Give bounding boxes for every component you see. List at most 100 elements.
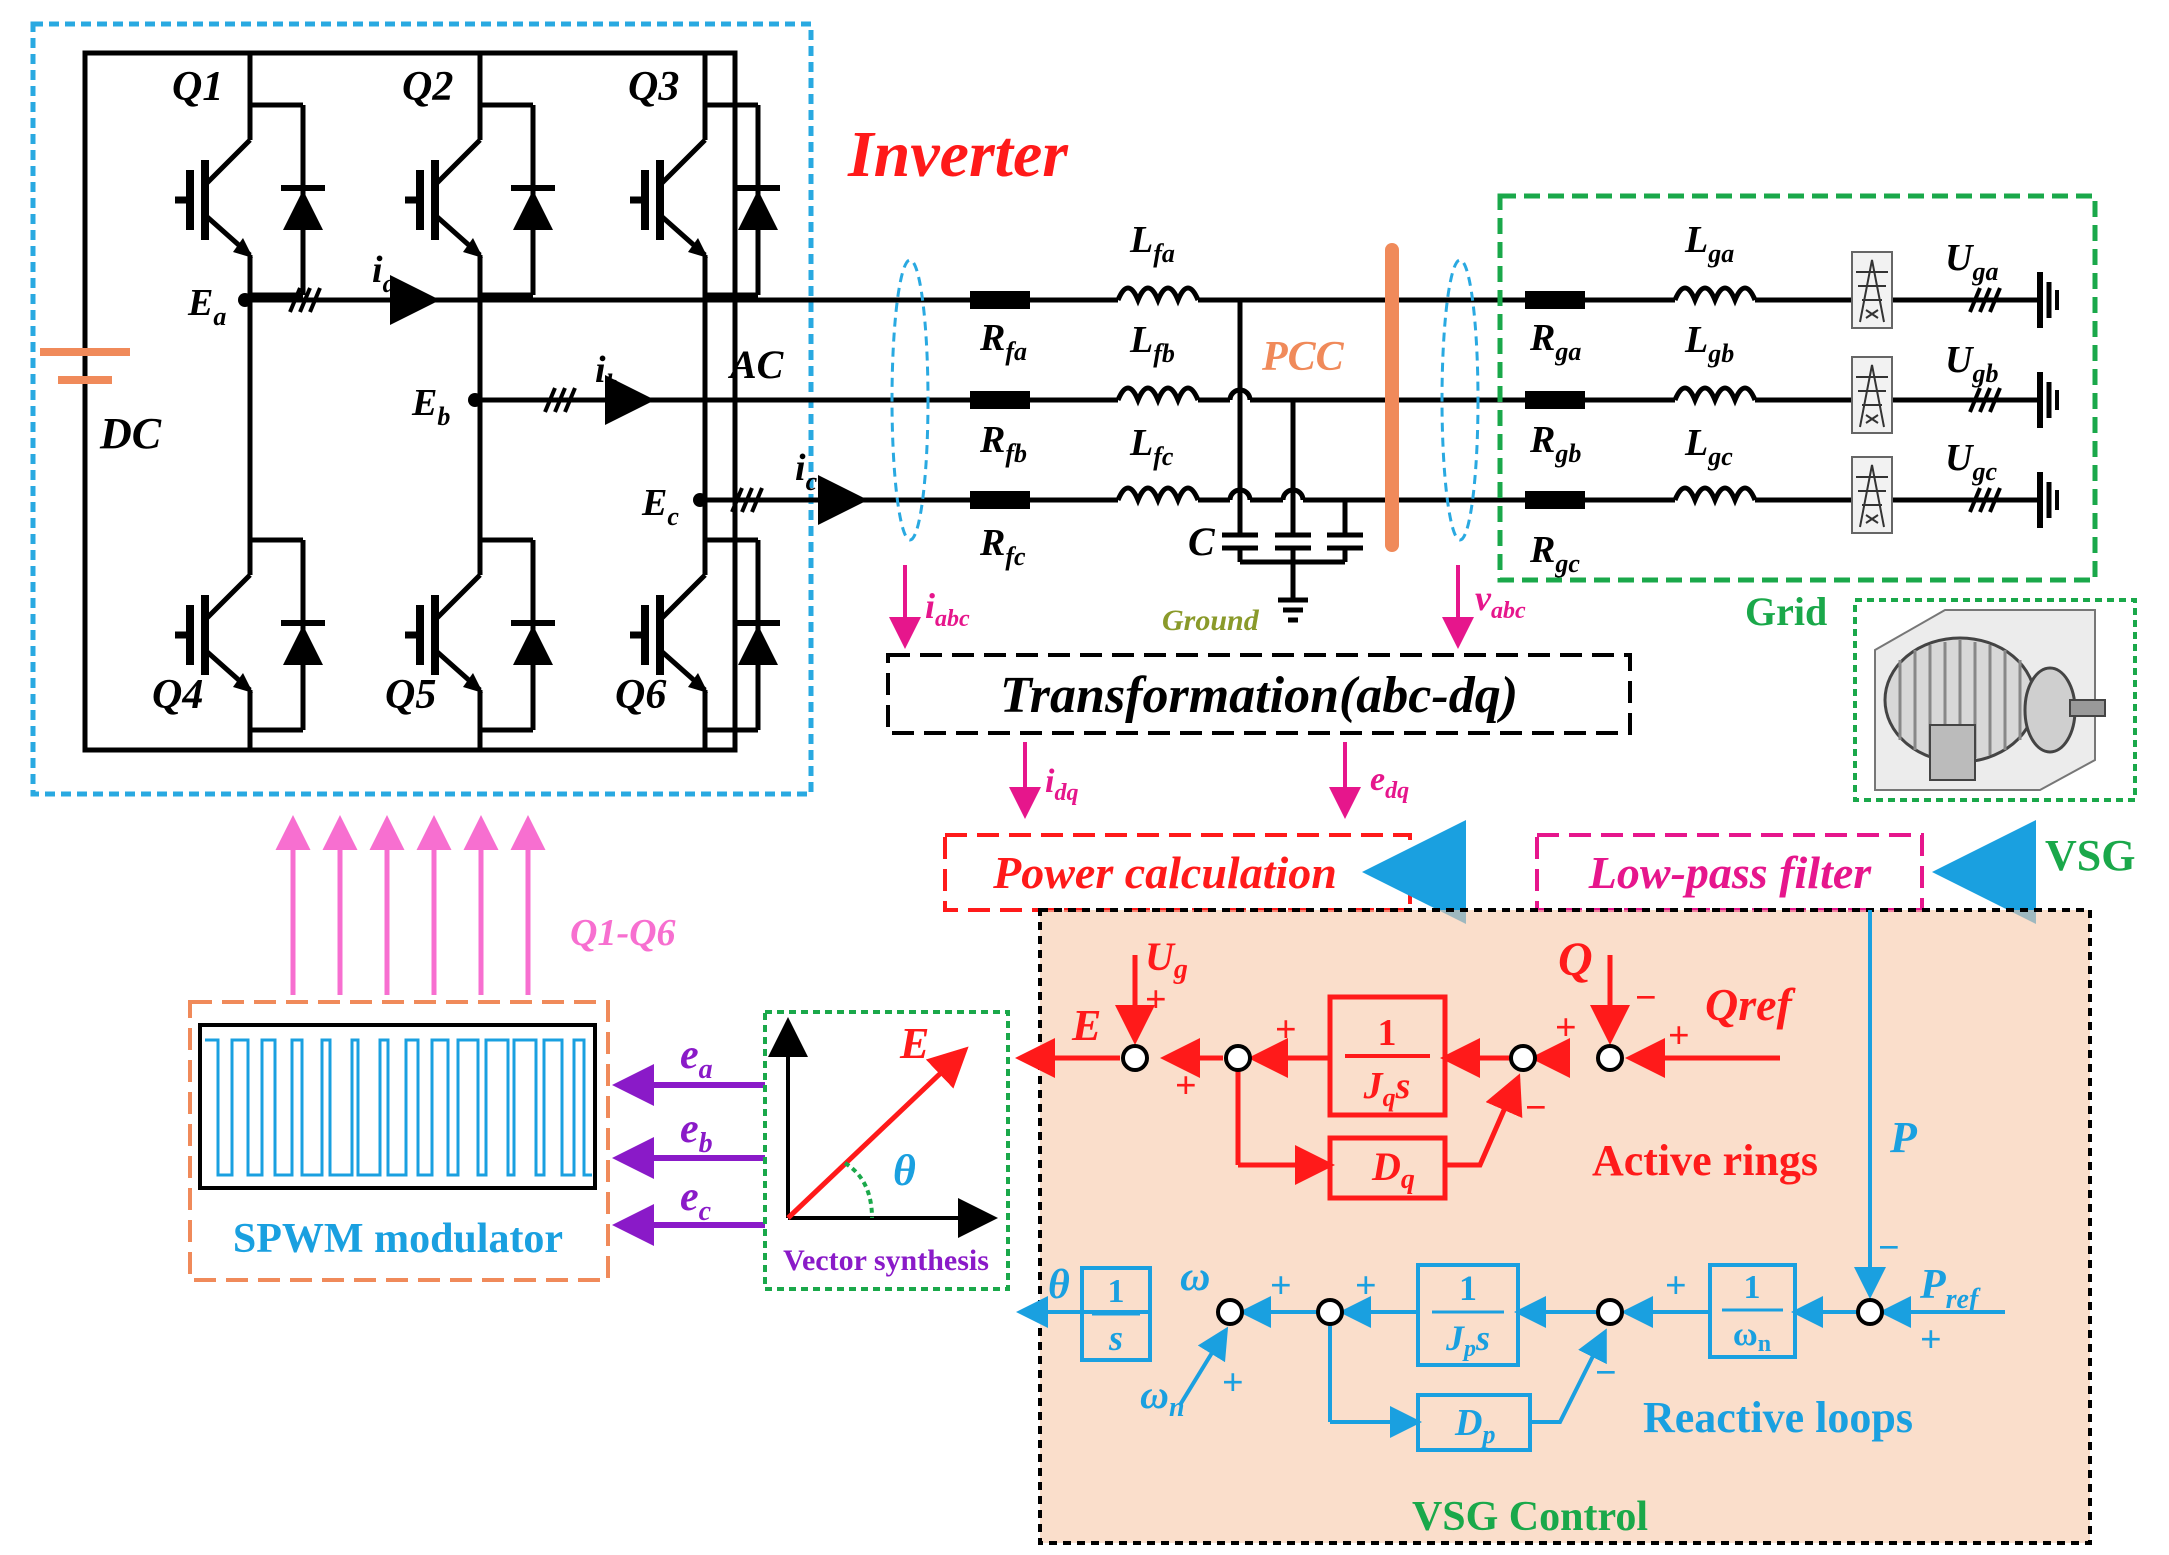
q4-label: Q4 [152, 672, 203, 718]
eb-signal-label: eb [680, 1106, 713, 1159]
vabc-label: vabc [1475, 578, 1526, 624]
vsg-control-label: VSG Control [1412, 1494, 1648, 1540]
phase-hashes [288, 287, 764, 513]
motor-icon [1874, 609, 2106, 791]
Q-label: Q [1558, 933, 1593, 986]
node-jp [1316, 1298, 1344, 1326]
lfb-label: Lfb [1129, 319, 1175, 368]
lfc-label: Lfc [1129, 422, 1174, 471]
reactive-loops [1016, 1296, 2005, 1438]
plus-dq-in: + [1555, 1007, 1577, 1049]
iabc-label: iabc [925, 586, 970, 632]
rfc-label: Rfc [979, 522, 1026, 571]
pcc-label: PCC [1261, 334, 1345, 380]
P-label: P [1889, 1113, 1918, 1162]
jp-den: Jps [1445, 1318, 1490, 1362]
cap-label: C [1188, 519, 1216, 564]
q2-label: Q2 [402, 64, 453, 110]
dp-block [1416, 1393, 1532, 1452]
plus-qref: + [1668, 1015, 1690, 1057]
rfa-label: Rfa [979, 317, 1027, 366]
jp-num: 1 [1459, 1268, 1477, 1308]
dq-label: Dq [1371, 1144, 1415, 1195]
qref-label: Qref [1705, 979, 1797, 1030]
vector-synthesis-label: Vector synthesis [783, 1244, 989, 1277]
modulating-arrows [612, 1064, 765, 1246]
E-out-label: E [1071, 1001, 1101, 1050]
int-num: 1 [1108, 1273, 1125, 1310]
rfa [970, 291, 1030, 309]
inverter-box [30, 21, 814, 797]
filter-branch [945, 288, 1515, 509]
ic-label: ic [795, 447, 818, 496]
jq-block [1327, 994, 1448, 1118]
grid-label: Grid [1745, 589, 1827, 634]
q5-label: Q5 [385, 672, 436, 718]
minus-dq: − [1525, 1087, 1547, 1129]
omega-label: ω [1180, 1254, 1210, 1300]
grid-box [1497, 193, 2098, 583]
eb-label: Eb [411, 382, 450, 431]
vsg-label: VSG [2045, 831, 2135, 880]
ec-label: Ec [641, 482, 679, 531]
pref-label: Pref [1919, 1262, 1981, 1315]
minus-p: − [1878, 1227, 1900, 1269]
plus-ug: + [1145, 979, 1167, 1021]
plus-omega-in: + [1270, 1265, 1292, 1307]
sum-dp [1596, 1298, 1624, 1326]
spwm-box [188, 1000, 610, 1282]
tower-a-icon [1851, 251, 1893, 329]
ug-label: Ug [1145, 934, 1188, 985]
jp-block [1416, 1263, 1520, 1367]
lgc-label: Lgc [1684, 422, 1733, 471]
dc-label: DC [99, 409, 162, 458]
q3-label: Q3 [628, 64, 679, 110]
gate-arrows [275, 815, 546, 995]
sum-dq [1509, 1044, 1537, 1072]
grid-hashes [1968, 287, 2002, 513]
lgb-label: Lgb [1684, 319, 1734, 368]
tower-c-icon [1851, 456, 1893, 534]
uga-label: Uga [1945, 237, 1998, 286]
sum-q [1596, 1044, 1624, 1072]
sum-wn [1216, 1298, 1244, 1326]
earth-a-icon [2040, 272, 2057, 328]
transformation-box [886, 653, 1632, 735]
vector-E-label: E [899, 1019, 929, 1068]
plus-pref: + [1920, 1319, 1942, 1361]
int-den: s [1108, 1318, 1123, 1358]
vector-E-arrow [786, 1046, 969, 1220]
spwm-waveform-frame [198, 1023, 597, 1190]
int-block [1080, 1266, 1152, 1362]
q1-label: Q1 [172, 64, 223, 110]
current-sensor-ellipse [890, 258, 930, 542]
plus-omega-n: + [1222, 1362, 1244, 1404]
igbt-q2 [405, 105, 555, 295]
earth-c-icon [2040, 472, 2057, 528]
active-rings [1015, 955, 1780, 1185]
dp-label: Dp [1454, 1402, 1495, 1449]
active-rings-label: Active rings [1592, 1136, 1818, 1185]
idq-label: idq [1045, 763, 1078, 806]
spwm-waveform [205, 1038, 592, 1177]
omega-n-label: ωn [1140, 1372, 1185, 1423]
sum-ug [1121, 1044, 1149, 1072]
phase-lines [245, 275, 945, 525]
rgb-label: Rgb [1529, 419, 1581, 468]
lpf-label: Low-pass filter [1588, 847, 1872, 898]
grid-branch [1515, 288, 2040, 509]
vsg-control-box [1038, 908, 2092, 1545]
ac-label: AC [727, 342, 785, 387]
dc-source [40, 348, 130, 384]
jq-den: Jqs [1363, 1065, 1411, 1112]
theta-out-label: θ [1048, 1262, 1070, 1308]
ea-label: Ea [187, 282, 226, 331]
q6-label: Q6 [615, 672, 666, 718]
lga-label: Lga [1684, 219, 1734, 268]
igbt-q1 [175, 105, 325, 295]
dq-block [1327, 1135, 1448, 1201]
ground-label: Ground [1162, 604, 1260, 637]
spwm-label: SPWM modulator [233, 1216, 563, 1262]
lfa-label: Lfa [1129, 219, 1175, 268]
wn-block [1708, 1263, 1797, 1359]
